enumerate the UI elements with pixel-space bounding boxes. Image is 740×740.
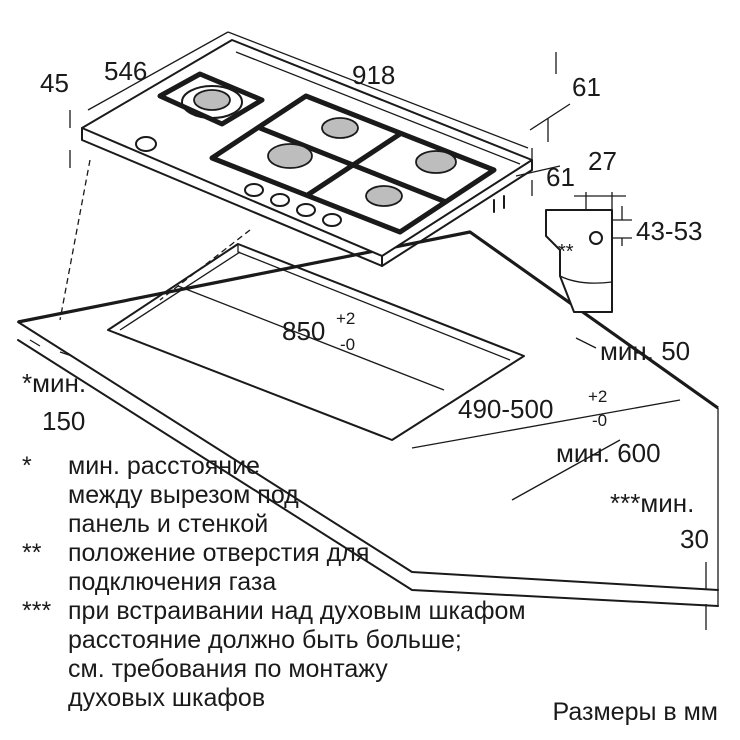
dim-min-150-value: 150 [42, 406, 85, 436]
note-2-marker: ** [22, 539, 42, 567]
dim-61-top-label: 61 [572, 72, 601, 102]
note-3-line-1: при встраивании над духовым шкафом [68, 597, 526, 625]
knob-4 [322, 213, 342, 227]
note-2-line-2: подключения газа [68, 568, 276, 596]
wok-burner-cap [193, 89, 231, 111]
units-note: Размеры в мм [553, 698, 718, 726]
dim-min-150-prefix: *мин. [22, 368, 86, 398]
dim-27-line [574, 192, 626, 210]
burner-back-left [321, 117, 359, 139]
note-1-line-1: мин. расстояние [68, 452, 260, 480]
dim-50-arrow [575, 337, 597, 349]
burner-back-right [415, 150, 457, 174]
cutout-outline [107, 243, 525, 441]
hob [81, 39, 533, 267]
dim-150-arrows [29, 339, 73, 357]
dim-45-label: 45 [40, 68, 69, 98]
wok-burner-ring [181, 85, 243, 119]
dim-546-line [87, 31, 229, 111]
countertop [17, 230, 719, 607]
main-grate-cross-2 [259, 125, 447, 205]
dim-850-tol-minus: -0 [340, 335, 355, 354]
dim-61-front-label: 61 [546, 162, 575, 192]
cutout-inner-wall [237, 244, 511, 361]
dim-depth-label: 490-500 [458, 394, 553, 424]
countertop-bottom-front-edge [17, 339, 719, 607]
dim-546-label: 546 [104, 56, 147, 86]
burner-front-left [267, 143, 313, 169]
burner-front-right [365, 185, 403, 207]
hob-front-edge [81, 127, 383, 267]
dim-918-line [227, 31, 529, 149]
note-1-line-2: между вырезом под [68, 481, 299, 509]
main-grate [209, 93, 497, 235]
gas-hole-icon [589, 231, 603, 245]
bracket-outline [545, 209, 613, 313]
wok-grate [157, 71, 265, 127]
dim-61-top-line [529, 52, 571, 142]
main-grate-outline [209, 93, 497, 235]
cutout-inner-left [119, 251, 241, 331]
projection-line-left [59, 159, 91, 321]
gas-marker-label: ** [558, 241, 574, 263]
note-1-marker: * [22, 452, 32, 480]
wok-burner [157, 71, 265, 127]
dim-min-30-prefix: ***мин. [610, 488, 694, 518]
dim-43-53-label: 43-53 [636, 216, 703, 246]
note-3-line-2: расстояние должно быть больше; [68, 626, 462, 654]
dim-850-line [177, 285, 445, 391]
bracket-detail [545, 192, 632, 313]
dim-600-line [511, 439, 621, 501]
knob-1 [244, 183, 264, 197]
dim-61-front-line [515, 148, 561, 196]
dim-850-tol-plus: +2 [336, 309, 355, 328]
dimension-lines [29, 31, 707, 630]
dim-depth-tol-minus: -0 [592, 411, 607, 430]
dim-918-label: 918 [352, 60, 395, 90]
dim-min-600-label: мин. 600 [556, 438, 661, 468]
note-3-line-4: духовых шкафов [68, 684, 265, 712]
dim-27-label: 27 [588, 146, 617, 176]
cutout [107, 243, 525, 441]
bracket-curve [559, 275, 613, 284]
dim-depth-tol-plus: +2 [588, 387, 607, 406]
countertop-top-front-edge [17, 321, 719, 591]
knob-left [135, 136, 157, 152]
hob-back-rim [235, 51, 521, 165]
note-2-line-1: положение отверстия для [68, 539, 369, 567]
hob-legs [493, 195, 505, 213]
dim-min-30-value: 30 [680, 524, 709, 554]
knob-3 [296, 203, 316, 217]
note-3-line-3: см. требования по монтажу [68, 655, 388, 683]
dim-min-50-label: мин. 50 [600, 336, 690, 366]
projection-line-mid [159, 229, 251, 301]
note-1-line-3: панель и стенкой [68, 510, 268, 538]
note-3-marker: *** [22, 597, 51, 625]
dim-850-label: 850 [282, 316, 325, 346]
hob-right-edge [381, 159, 533, 267]
control-knobs [135, 136, 342, 227]
notes-legend: * мин. расстояние между вырезом под пане… [22, 452, 526, 712]
countertop-back-edge [17, 230, 719, 410]
dim-depth-line [411, 399, 681, 449]
knob-2 [270, 193, 290, 207]
dim-43-53-line [612, 206, 632, 246]
